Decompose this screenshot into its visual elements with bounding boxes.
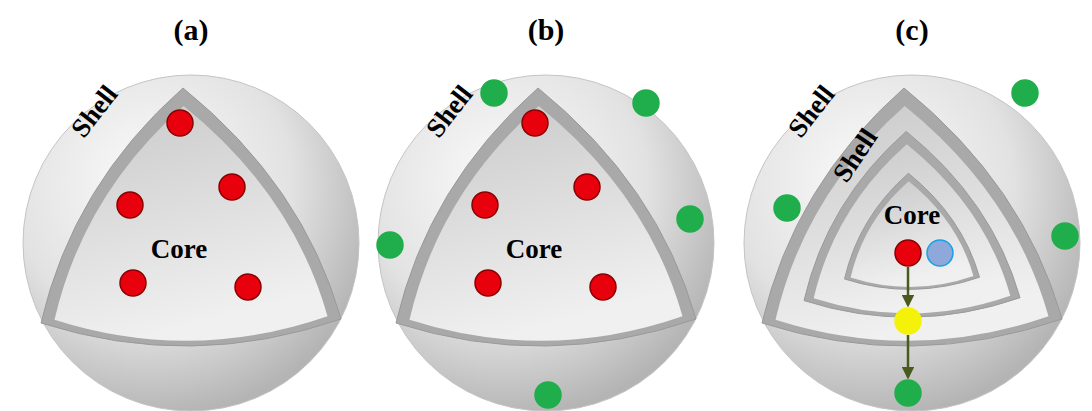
panel-label: (a) <box>174 15 209 45</box>
migration-arrow <box>907 267 910 305</box>
core-label: Core <box>506 236 562 263</box>
red-dot <box>590 274 616 300</box>
red-dot <box>120 270 146 296</box>
green-dot <box>481 80 507 106</box>
migration-arrow <box>907 335 910 377</box>
core-cavity <box>410 106 683 341</box>
yellow-dot <box>895 308 921 334</box>
red-dot <box>117 192 143 218</box>
core-label: Core <box>151 236 207 263</box>
green-dot <box>633 90 659 116</box>
core-cavity <box>55 106 328 341</box>
blue-dot <box>927 240 953 266</box>
red-dot <box>235 274 261 300</box>
green-dot <box>377 232 403 258</box>
red-dot <box>522 110 548 136</box>
panel-label: (c) <box>895 15 928 45</box>
core-shell-sphere: (a)ShellCore <box>16 0 366 411</box>
core-cavity <box>851 181 974 287</box>
green-dot <box>774 195 800 221</box>
green-dot <box>895 380 921 406</box>
core-label: Core <box>884 202 940 229</box>
panel-label: (b) <box>528 15 565 45</box>
red-dot <box>219 174 245 200</box>
green-dot <box>1052 223 1078 249</box>
green-dot <box>677 206 703 232</box>
sphere-illustration <box>371 0 721 411</box>
shell-inner-surface <box>776 106 1049 341</box>
core-shell-sphere: (c)ShellShellCore <box>737 0 1087 411</box>
red-dot <box>475 270 501 296</box>
green-dot <box>535 382 561 408</box>
red-dot <box>895 240 921 266</box>
red-dot <box>472 192 498 218</box>
red-dot <box>167 110 193 136</box>
outer-shell-surface <box>23 75 359 411</box>
core-shell-sphere: (b)ShellCore <box>371 0 721 411</box>
shell-cut-face <box>845 173 980 289</box>
outer-shell-surface <box>744 75 1080 411</box>
sphere-illustration <box>16 0 366 411</box>
outer-shell-surface <box>378 75 714 411</box>
red-dot <box>574 174 600 200</box>
green-dot <box>1012 80 1038 106</box>
